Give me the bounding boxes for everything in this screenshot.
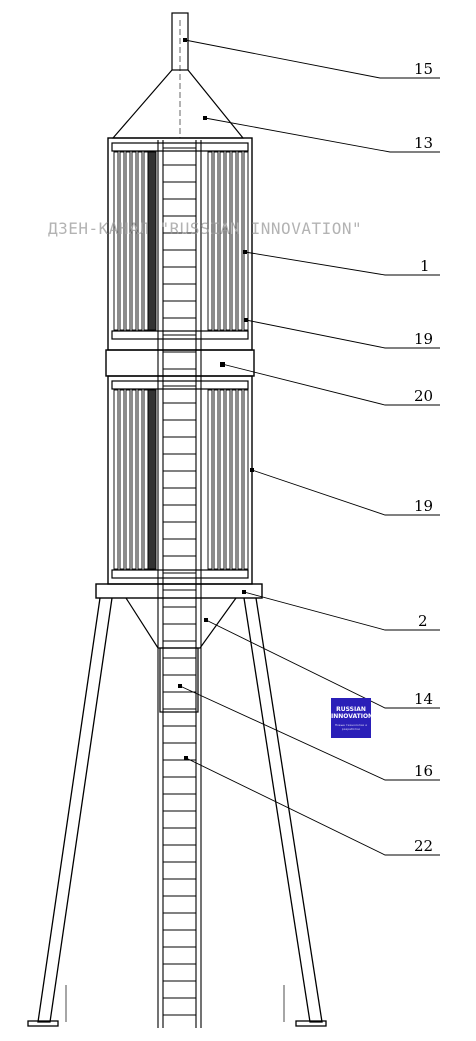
ladder bbox=[157, 140, 202, 1028]
rotor-blade bbox=[237, 389, 243, 570]
leader-dots bbox=[178, 38, 254, 760]
lower-pipe bbox=[159, 647, 199, 713]
lower-rotor-section bbox=[107, 375, 253, 585]
rotor-blade bbox=[119, 389, 125, 570]
logo-line-3: Новые технологии и разработки bbox=[334, 723, 368, 731]
russian-innovation-logo: RUSSIAN INNOVATION" Новые технологии и р… bbox=[331, 698, 371, 738]
rotor-blade bbox=[225, 151, 231, 331]
rotor-blade bbox=[219, 151, 225, 331]
callout-1: 1 bbox=[420, 257, 430, 275]
base-platform bbox=[95, 583, 263, 599]
rotor-blade bbox=[243, 389, 249, 570]
rotor-blade bbox=[207, 151, 213, 331]
upper-rotor-section bbox=[107, 137, 253, 351]
middle-collar bbox=[105, 349, 255, 377]
rotor-blade bbox=[219, 389, 225, 570]
rotor-blade bbox=[131, 389, 137, 570]
rotor-blade bbox=[231, 151, 237, 331]
rotor-blade bbox=[231, 389, 237, 570]
logo-line-2: INNOVATION" bbox=[331, 713, 371, 720]
rotor-blade bbox=[131, 151, 137, 331]
callout-15: 15 bbox=[414, 60, 434, 78]
rotor-shadow bbox=[147, 151, 157, 331]
callout-16: 16 bbox=[414, 762, 434, 780]
rotor-blade bbox=[143, 389, 149, 570]
callout-19-lower: 19 bbox=[414, 497, 434, 515]
rotor-blade bbox=[243, 151, 249, 331]
rotor-blade bbox=[113, 389, 119, 570]
rotor-blade bbox=[225, 389, 231, 570]
rotor-blade bbox=[213, 389, 219, 570]
rotor-blade bbox=[125, 151, 131, 331]
rotor-shadow bbox=[147, 389, 157, 570]
rotor-blade bbox=[213, 151, 219, 331]
rotor-blade bbox=[113, 151, 119, 331]
callout-13: 13 bbox=[414, 134, 434, 152]
leader-lines bbox=[179, 39, 440, 856]
rotor-blade bbox=[137, 151, 143, 331]
callout-19-upper: 19 bbox=[414, 330, 434, 348]
callout-22: 22 bbox=[414, 837, 434, 855]
callout-14: 14 bbox=[414, 690, 434, 708]
rotor-blade bbox=[137, 389, 143, 570]
rotor-blade bbox=[143, 151, 149, 331]
callout-2: 2 bbox=[418, 612, 428, 630]
rotor-blade bbox=[207, 389, 213, 570]
logo-line-1: RUSSIAN bbox=[336, 706, 366, 713]
callout-20: 20 bbox=[414, 387, 434, 405]
watermark-text: ДЗЕН-КАНАЛ "RUSSIAN INNOVATION" bbox=[48, 219, 363, 238]
top-cone bbox=[111, 69, 245, 139]
rotor-blade bbox=[237, 151, 243, 331]
support-legs bbox=[27, 597, 327, 1027]
tower-structure bbox=[27, 12, 440, 1028]
rotor-blade bbox=[119, 151, 125, 331]
rotor-blade bbox=[125, 389, 131, 570]
